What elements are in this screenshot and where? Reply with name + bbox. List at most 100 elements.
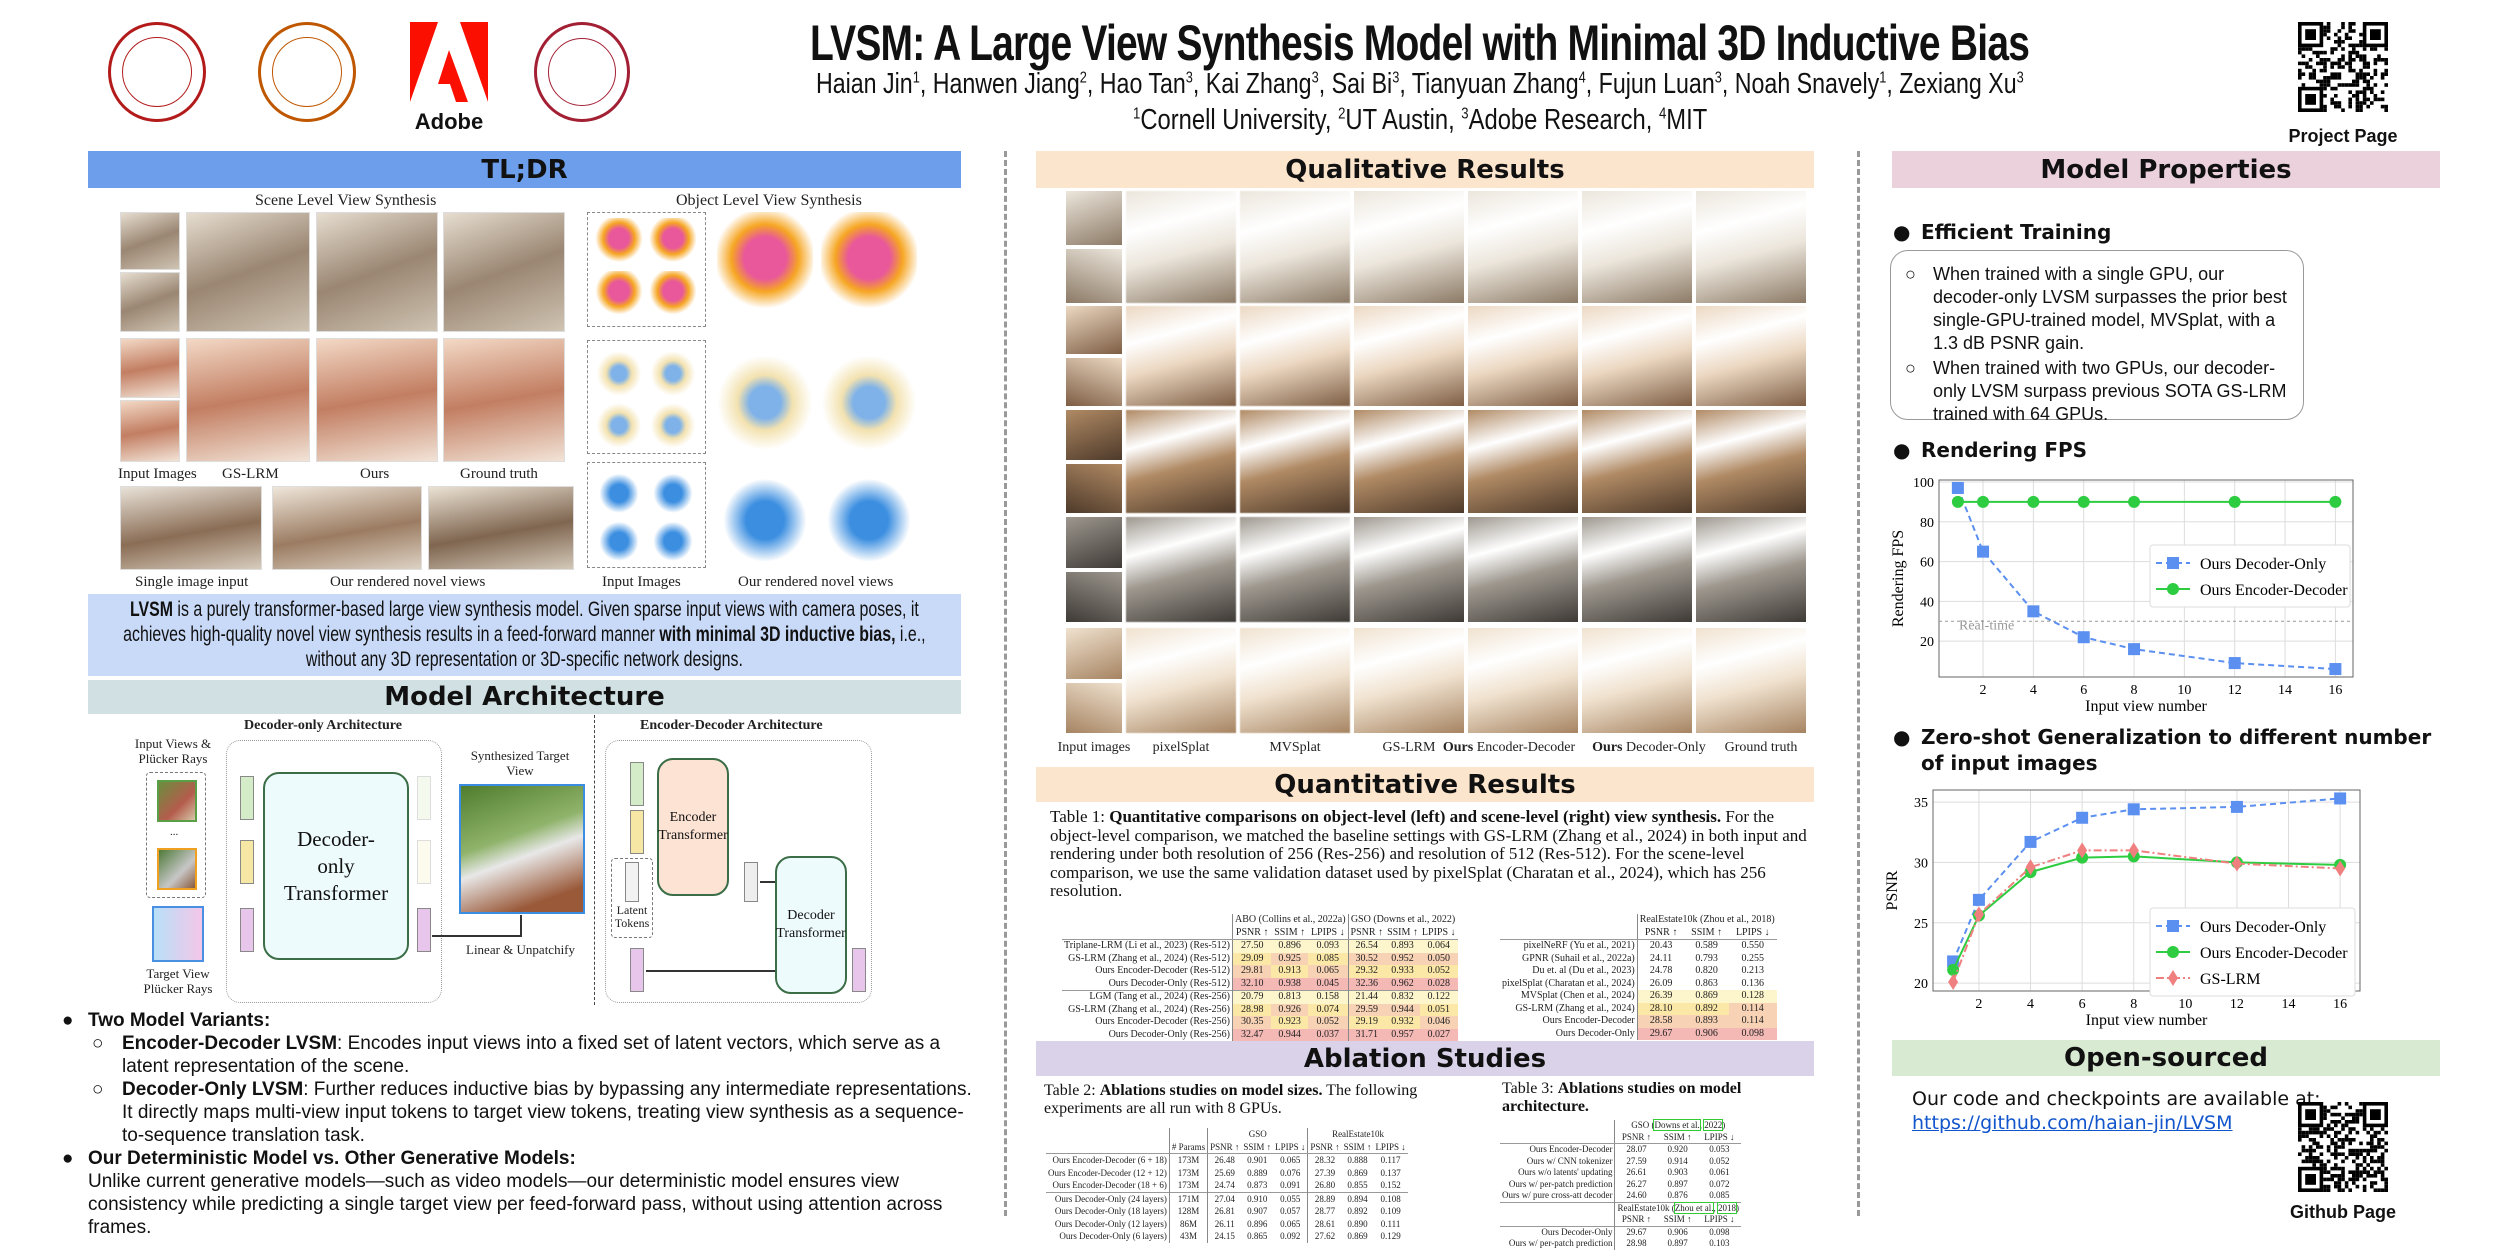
column-divider <box>1004 151 1007 1216</box>
paren: ) <box>1735 1202 1739 1213</box>
label-input-images: Input Images <box>118 466 197 482</box>
input-views-label: Input Views & Plücker Rays <box>134 736 212 766</box>
y-tick-label: 25 <box>1914 917 1928 932</box>
github-link[interactable]: https://github.com/haian-jin/LVSM <box>1912 1112 2233 1134</box>
metric-value: 0.933 <box>1385 965 1420 978</box>
metric-value: 0.052 <box>1307 1016 1349 1029</box>
dataset-header: GSO (Downs et al., 2022) <box>1614 1119 1741 1132</box>
affiliation-name: Cornell University <box>1140 104 1325 136</box>
project-page-qr-code[interactable] <box>2296 20 2390 120</box>
empty-header <box>1500 914 1637 927</box>
metric-value: 0.550 <box>1741 940 1765 951</box>
metric-value: 0.061 <box>1709 1167 1730 1177</box>
metric-value: 0.893 <box>1385 939 1420 953</box>
citation-year[interactable]: 2022 <box>1703 1119 1724 1131</box>
encoder-transformer-label: Encoder Transformer <box>658 810 728 843</box>
citation-authors[interactable]: Downs et al. <box>1653 1119 1701 1131</box>
metric-value: 0.045 <box>1307 977 1349 991</box>
dataset-header: GSO (Downs et al., 2022) <box>1347 914 1458 927</box>
author-name: Tianyuan Zhang <box>1411 68 1579 100</box>
ground-truth-image <box>443 212 565 332</box>
variant-name: Encoder-Decoder LVSM <box>122 1033 338 1054</box>
model-variants-section: ●Two Model Variants: ○Encoder-Decoder LV… <box>62 1009 982 1239</box>
metric-header: PSNR ↑ <box>1232 926 1272 940</box>
metric-value: 26.27 <box>1614 1178 1658 1190</box>
metric-value: 0.906 <box>1667 1226 1688 1237</box>
metric-value: 0.957 <box>1385 1028 1420 1041</box>
label-single-input: Single image input <box>135 574 249 590</box>
metric-value: 0.863 <box>1695 977 1718 989</box>
metric-value: 0.869 <box>1684 990 1729 1003</box>
model-properties-heading: Model Properties <box>1892 151 2440 188</box>
x-tick-label: 10 <box>2177 683 2191 698</box>
metric-value: 30.35 <box>1232 1016 1272 1029</box>
qr-finder <box>2297 1166 2324 1192</box>
object-input-image <box>594 218 644 269</box>
table-header-row: RealEstate10k (Zhou et al., 2018) <box>1500 914 1777 927</box>
data-point <box>2128 643 2141 656</box>
metric-header: PSNR ↑ <box>1347 926 1386 940</box>
affiliation: 1Cornell University, <box>1132 104 1338 136</box>
open-sourced-heading: Open-sourced <box>1892 1040 2440 1076</box>
encoder-transformer: Encoder Transformer <box>657 758 729 896</box>
token-stack <box>240 908 254 952</box>
object-input-image <box>594 346 644 396</box>
method-name: Triplane-LRM (Li et al., 2023) (Res-512) <box>1064 940 1230 951</box>
x-tick-label: 6 <box>2079 997 2086 1012</box>
author-affiliation-index: 4 <box>1578 69 1586 87</box>
qualitative-input-image <box>1066 571 1122 622</box>
metric-value: 29.09 <box>1232 952 1272 965</box>
metric-value: 29.19 <box>1347 1016 1386 1029</box>
empty-header <box>1500 1120 1615 1132</box>
qualitative-result-ground-truth <box>1696 628 1806 733</box>
qualitative-column-label: Ours Encoder-Decoder <box>1429 740 1589 756</box>
rendering-fps-text: Rendering FPS <box>1921 438 2088 462</box>
citation-authors[interactable]: Zhou et al. <box>1673 1201 1715 1214</box>
table-row: Triplane-LRM (Li et al., 2023) (Res-512)… <box>1062 939 1458 953</box>
x-tick-label: 14 <box>2278 683 2292 698</box>
metric-value: 27.62 <box>1307 1230 1342 1243</box>
adobe-logo: Adobe <box>410 22 488 134</box>
params-header: # Params <box>1168 1140 1208 1154</box>
plot-frame <box>1938 479 2354 678</box>
param-count: 128M <box>1168 1205 1208 1218</box>
metric-value: 0.889 <box>1247 1167 1268 1178</box>
data-point <box>1973 906 1984 923</box>
table-header-row: PSNR ↑SSIM ↑LPIPS ↓ <box>1500 1131 1741 1144</box>
metric-value: 26.39 <box>1636 990 1685 1003</box>
qualitative-result-gs-lrm <box>1354 306 1464 406</box>
data-point <box>2228 495 2241 508</box>
metric-value: 26.54 <box>1347 939 1386 953</box>
citation-year[interactable]: 2018 <box>1716 1201 1737 1214</box>
ut-austin-logo <box>258 22 356 122</box>
plot-frame <box>1932 789 2361 992</box>
param-count: 173M <box>1168 1153 1208 1167</box>
object-rendered-view <box>717 340 813 454</box>
poster-title: LVSM: A Large View Synthesis Model with … <box>420 14 2420 72</box>
variant-name: Ours w/ CNN tokenizer <box>1526 1155 1613 1166</box>
metric-value: 0.065 <box>1280 1155 1301 1165</box>
github-qr-code[interactable] <box>2296 1100 2390 1196</box>
caption-bold: Quantitative comparisons on object-level… <box>1109 807 1722 826</box>
data-point <box>2077 631 2090 644</box>
efficient-training-item: ○When trained with a single GPU, our dec… <box>1905 263 2293 355</box>
t2-text: The following experiments are all run wi… <box>1044 1082 1418 1117</box>
metric-value: 0.129 <box>1380 1231 1401 1241</box>
ours-result <box>316 212 438 332</box>
table-row: GS-LRM (Zhang et al., 2024) (Res-512)29.… <box>1062 952 1458 965</box>
metric-value: 0.093 <box>1307 939 1349 953</box>
qualitative-input-image <box>1066 249 1122 303</box>
summary-box: LVSM is a purely transformer-based large… <box>88 594 961 676</box>
metric-value: 28.07 <box>1614 1143 1658 1156</box>
metric-value: 24.15 <box>1207 1230 1242 1243</box>
metric-value: 0.893 <box>1684 1015 1729 1028</box>
metric-value: 29.81 <box>1232 965 1272 978</box>
